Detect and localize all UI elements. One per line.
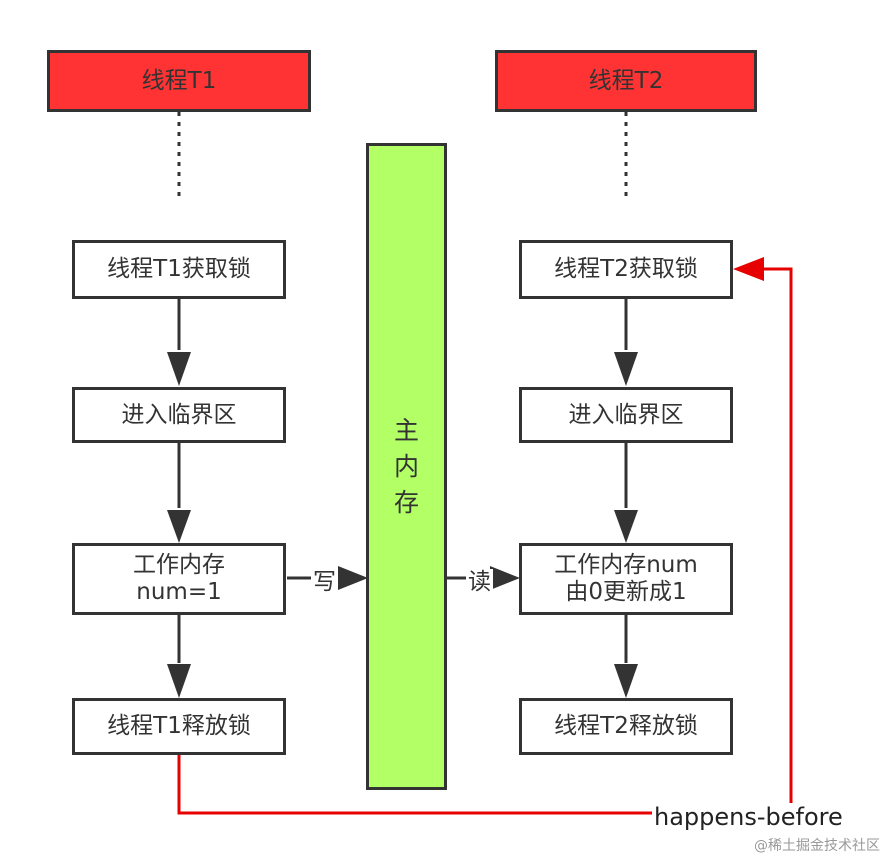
t2-release-lock-label: 线程T2释放锁	[554, 713, 698, 739]
t2-enter-critical: 进入临界区	[519, 387, 733, 443]
watermark: @稀土掘金技术社区	[754, 838, 880, 854]
main-memory-char-3: 存	[393, 487, 419, 517]
t2-release-lock: 线程T2释放锁	[519, 698, 733, 755]
happens-before-label: happens-before	[652, 803, 845, 831]
t2-enter-critical-label: 进入临界区	[568, 401, 684, 428]
t2-working-memory: 工作内存num 由0更新成1	[519, 543, 733, 615]
main-memory-char-2: 内	[393, 451, 419, 481]
write-arrowhead	[338, 566, 368, 590]
t1-arrowhead-2	[167, 510, 191, 543]
t2-arrowhead-1	[614, 352, 638, 386]
t2-acquire-lock-label: 线程T2获取锁	[554, 256, 698, 282]
t1-arrowhead-3	[167, 664, 191, 698]
thread2-header-label: 线程T2	[588, 67, 664, 94]
thread1-header: 线程T1	[47, 50, 311, 112]
t2-arrowhead-3	[614, 664, 638, 698]
write-label: 写	[311, 569, 338, 595]
main-memory-char-1: 主	[393, 415, 419, 445]
t1-enter-critical: 进入临界区	[72, 387, 286, 443]
t2-acquire-lock: 线程T2获取锁	[519, 240, 733, 299]
t1-acquire-lock: 线程T1获取锁	[72, 240, 286, 299]
thread1-header-label: 线程T1	[141, 67, 217, 94]
t1-working-memory-label: 工作内存 num=1	[133, 552, 225, 605]
t2-arrowhead-2	[614, 510, 638, 543]
t1-arrowhead-1	[167, 352, 191, 386]
t1-release-lock-label: 线程T1释放锁	[107, 713, 251, 739]
t2-working-memory-label: 工作内存num 由0更新成1	[554, 552, 698, 605]
read-arrowhead	[490, 566, 520, 590]
t1-release-lock: 线程T1释放锁	[72, 698, 286, 755]
t1-acquire-lock-label: 线程T1获取锁	[107, 256, 251, 282]
t1-working-memory: 工作内存 num=1	[72, 543, 286, 615]
happens-before-arrowhead	[733, 257, 764, 281]
read-label: 读	[466, 569, 493, 595]
main-memory: 主 内 存	[366, 143, 447, 790]
t1-enter-critical-label: 进入临界区	[121, 401, 237, 428]
thread2-header: 线程T2	[495, 50, 757, 112]
